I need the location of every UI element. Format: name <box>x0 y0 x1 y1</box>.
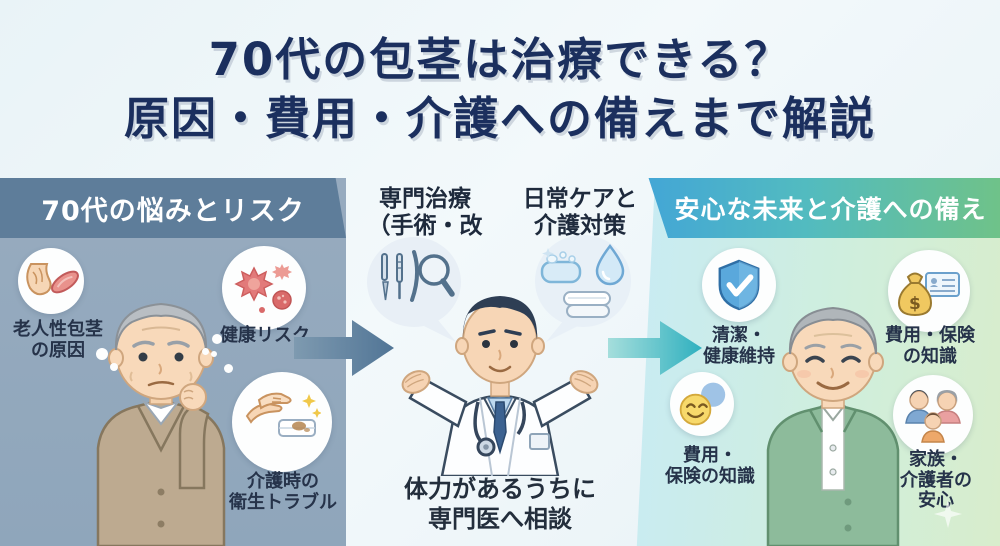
speech-bubble-surgery-tools <box>367 237 461 342</box>
label-hygiene: 介護時の 衛生トラブル <box>229 471 337 513</box>
page-title-line1: 70代の包茎は治療できる？ <box>208 32 792 86</box>
probe-icon <box>396 253 403 300</box>
thought-dot <box>96 348 108 360</box>
money-bag-card-icon: $ <box>897 272 960 317</box>
panel-risks-title: 70代の悩みとリスク <box>0 178 346 238</box>
scalpel-icon <box>381 253 389 301</box>
money-bag-icon: $ <box>897 272 933 317</box>
skin-muscle-icon <box>26 263 79 296</box>
magnifier-icon <box>418 254 455 297</box>
arrow-middle-to-right <box>608 321 702 375</box>
thought-bubble-health-risk <box>222 246 306 330</box>
label-daily-care: 日常ケアと 介護対策 <box>522 186 638 240</box>
label-cost-insurance: 費用・保険 の知識 <box>885 325 975 367</box>
shield-check-icon <box>718 259 760 311</box>
thought-bubble-senile-cause <box>18 248 84 314</box>
thought-bubble-hygiene <box>232 372 332 472</box>
svg-text:$: $ <box>909 294 921 314</box>
label-cost-knowledge: 費用・ 保険の知識 <box>665 445 755 487</box>
panel-future-title: 安心な未来と介護への備え <box>648 178 1000 238</box>
label-clean-health: 清潔・ 健康維持 <box>703 325 775 367</box>
hygiene-hands-towel-icon <box>245 392 321 437</box>
towels-icon <box>563 291 611 318</box>
bubble-family-caregiver <box>893 375 973 455</box>
insurance-card-icon <box>925 272 960 297</box>
thought-dot <box>211 351 217 357</box>
bubble-cost-insurance: $ <box>888 250 970 332</box>
page-title: 70代の包茎は治療できる？ 原因・費用・介護への備えまで解説 <box>124 30 876 149</box>
thought-dot <box>212 334 222 344</box>
washing-hands-icon <box>245 392 292 424</box>
badge-icon <box>529 433 550 450</box>
sparkle-icon <box>302 394 321 418</box>
sparkle-icon <box>542 248 554 259</box>
bubble-cost-knowledge <box>670 372 734 436</box>
speech-bubble-daily-care <box>535 235 631 342</box>
smiley-chat-icon <box>679 382 726 426</box>
bubble-clean-health <box>702 248 776 322</box>
thought-dot <box>110 363 118 371</box>
middle-caption: 体力があるうちに 専門医へ相談 <box>404 475 596 533</box>
soap-icon <box>540 251 582 284</box>
page-title-line2: 原因・費用・介護への備えまで解説 <box>123 92 876 145</box>
elderly-man-worried-illustration <box>96 302 226 546</box>
label-senile-cause: 老人性包茎 の原因 <box>13 319 103 361</box>
arrow-left-to-middle <box>294 320 394 376</box>
page-header: 70代の包茎は治療できる？ 原因・費用・介護への備えまで解説 <box>0 0 1000 178</box>
doctor-illustration <box>401 296 599 476</box>
germs-icon <box>234 264 292 313</box>
child-figure <box>921 412 945 443</box>
stained-towel-icon <box>278 419 316 437</box>
water-drop-icon <box>595 243 625 286</box>
sparkle-icon <box>934 500 962 528</box>
label-family-caregiver: 家族・ 介護者の 安心 <box>900 449 972 512</box>
curved-tool-icon <box>410 250 419 302</box>
label-health-risk: 健康リスク <box>220 325 310 346</box>
family-icon <box>905 390 961 443</box>
thought-dot <box>202 348 209 355</box>
elderly-man-happy-illustration <box>766 306 900 546</box>
thought-dot <box>224 364 233 373</box>
smiley-icon <box>679 393 712 426</box>
